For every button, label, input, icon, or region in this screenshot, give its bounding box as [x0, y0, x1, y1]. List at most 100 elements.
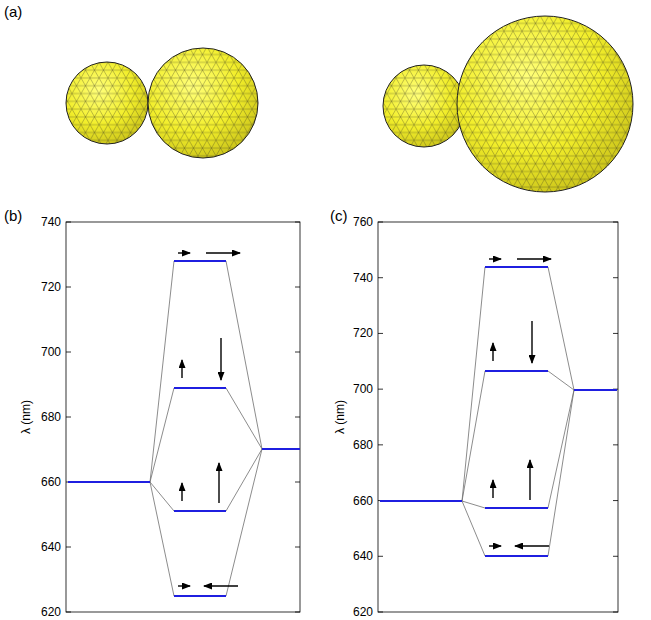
- tick-mark: [66, 287, 71, 288]
- energy-level: [174, 595, 226, 597]
- correlation-line: [226, 449, 262, 596]
- axes-frame: [378, 222, 618, 612]
- nanosphere: [148, 48, 258, 158]
- tick-label-holder: 740: [353, 272, 373, 284]
- tick-mark: [295, 287, 300, 288]
- tick-mark: [295, 547, 300, 548]
- energy-level: [174, 260, 226, 262]
- dipole-arrow: [178, 585, 190, 586]
- tick-label: 640: [353, 549, 373, 563]
- tick-mark: [613, 222, 618, 223]
- tick-mark: [295, 352, 300, 353]
- correlation-line: [150, 482, 174, 511]
- tick-label: 720: [353, 326, 373, 340]
- dipole-arrow: [515, 545, 549, 546]
- dipole-arrow: [492, 343, 493, 361]
- dipole-arrow: [489, 258, 501, 259]
- dipole-arrow: [220, 338, 221, 380]
- panel-tag-holder: (a): [4, 4, 22, 19]
- axis-label: λ (nm): [19, 400, 33, 434]
- axes-frame: [66, 222, 300, 612]
- tick-mark: [613, 612, 618, 613]
- correlation-line: [462, 501, 485, 508]
- tick-mark: [66, 547, 71, 548]
- dipole-arrow: [489, 545, 501, 546]
- tick-label: 660: [353, 494, 373, 508]
- correlation-line: [150, 482, 174, 596]
- level-panel: [66, 222, 300, 612]
- correlation-line: [548, 390, 574, 556]
- dipole-arrow: [517, 258, 551, 259]
- panel-tag-holder: (c): [330, 208, 348, 223]
- correlation-line: [548, 390, 574, 508]
- dipole-arrow: [206, 252, 240, 253]
- correlation-line: [462, 371, 485, 501]
- tick-mark: [66, 417, 71, 418]
- tick-mark: [378, 556, 383, 557]
- dipole-arrow: [181, 483, 182, 501]
- tick-label: 640: [41, 540, 61, 554]
- energy-level: [485, 266, 548, 268]
- sphere-mesh: [457, 16, 633, 192]
- tick-label-holder: 760: [353, 216, 373, 228]
- dipole-arrow: [531, 321, 532, 363]
- tick-mark: [378, 222, 383, 223]
- energy-level: [574, 389, 617, 391]
- tick-label-holder: 700: [353, 383, 373, 395]
- correlation-line: [150, 261, 174, 482]
- sphere-mesh: [148, 48, 258, 158]
- tick-label-holder: 640: [41, 541, 61, 553]
- dipole-arrow: [492, 480, 493, 498]
- tick-label: 720: [41, 280, 61, 294]
- tick-label: 680: [353, 438, 373, 452]
- tick-label: 740: [41, 215, 61, 229]
- tick-label-holder: 660: [353, 495, 373, 507]
- correlation-line: [150, 388, 174, 482]
- tick-mark: [378, 444, 383, 445]
- panel-tag-holder: (b): [4, 208, 22, 223]
- tick-mark: [613, 277, 618, 278]
- energy-level: [485, 507, 548, 509]
- panel-tag: (b): [4, 207, 22, 224]
- energy-level: [485, 370, 548, 372]
- tick-mark: [295, 482, 300, 483]
- tick-mark: [613, 333, 618, 334]
- dipole-arrow: [204, 585, 238, 586]
- tick-label-holder: 640: [353, 550, 373, 562]
- sphere-mesh: [66, 62, 148, 144]
- energy-level: [485, 555, 548, 557]
- correlation-line: [226, 261, 262, 449]
- tick-label-holder: 680: [353, 439, 373, 451]
- energy-level: [68, 481, 150, 483]
- tick-label-holder: 620: [353, 606, 373, 618]
- tick-mark: [378, 333, 383, 334]
- axis-label-holder: λ (nm): [20, 400, 32, 434]
- tick-label: 620: [353, 605, 373, 619]
- panel-tag: (a): [4, 3, 22, 20]
- tick-mark: [295, 222, 300, 223]
- tick-label-holder: 660: [41, 476, 61, 488]
- nanosphere: [66, 62, 148, 144]
- tick-label: 660: [41, 475, 61, 489]
- dipole-arrow: [178, 252, 190, 253]
- tick-label: 620: [41, 605, 61, 619]
- tick-label: 700: [353, 382, 373, 396]
- sphere-group: [66, 16, 633, 192]
- correlation-line: [548, 371, 574, 390]
- tick-mark: [295, 417, 300, 418]
- correlation-line: [548, 267, 574, 390]
- tick-mark: [66, 352, 71, 353]
- tick-label: 760: [353, 215, 373, 229]
- tick-label-holder: 620: [41, 606, 61, 618]
- tick-label-holder: 680: [41, 411, 61, 423]
- tick-label: 700: [41, 345, 61, 359]
- tick-mark: [378, 389, 383, 390]
- energy-level: [174, 387, 226, 389]
- energy-level: [262, 448, 300, 450]
- tick-label-holder: 700: [41, 346, 61, 358]
- energy-level: [380, 500, 462, 502]
- tick-mark: [66, 612, 71, 613]
- tick-mark: [295, 612, 300, 613]
- axis-label: λ (nm): [333, 400, 347, 434]
